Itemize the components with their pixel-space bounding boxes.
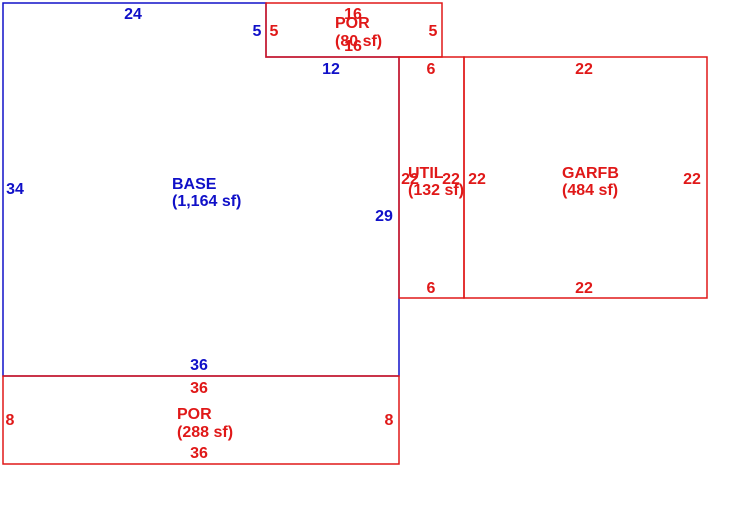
por-bottom-right-dimension: 8 [385, 412, 394, 429]
por-top-area-size: (80 sf) [335, 33, 382, 50]
por-top-area-name: POR [335, 15, 370, 32]
por-top-right-dimension: 5 [429, 23, 438, 40]
por-bottom-area-size: (288 sf) [177, 424, 233, 441]
garfb-bottom-dimension: 22 [575, 280, 593, 297]
base-bottom-dimension: 36 [190, 357, 208, 374]
util-bottom-dimension: 6 [427, 280, 436, 297]
garfb-area-size: (484 sf) [562, 182, 618, 199]
garfb-left-dimension: 22 [468, 171, 486, 188]
base-area-size: (1,164 sf) [172, 193, 241, 210]
garfb-area-name: GARFB [562, 165, 619, 182]
util-left-dimension: 22 [401, 171, 419, 188]
base-notch-top-dimension: 12 [322, 61, 340, 78]
garfb-outline [463, 56, 708, 299]
util-top-dimension: 6 [427, 61, 436, 78]
por-top-outline [265, 2, 443, 58]
por-bottom-top-dimension: 36 [190, 380, 208, 397]
base-area-name: BASE [172, 176, 217, 193]
base-notch-side-dimension: 5 [253, 23, 262, 40]
util-right-dimension: 22 [442, 171, 460, 188]
por-bottom-outline [2, 375, 400, 465]
garfb-right-dimension: 22 [683, 171, 701, 188]
util-area-size: (132 sf) [408, 182, 464, 199]
base-left-dimension: 34 [6, 181, 24, 198]
por-bottom-left-dimension: 8 [6, 412, 15, 429]
por-top-left-dimension: 5 [270, 23, 279, 40]
garfb-top-dimension: 22 [575, 61, 593, 78]
por-top-bottom-dimension: 16 [344, 38, 362, 55]
util-area-name: UTIL [408, 165, 444, 182]
base-top-dimension: 24 [124, 6, 142, 23]
por-bottom-area-name: POR [177, 406, 212, 423]
por-bottom-bottom-dimension: 36 [190, 445, 208, 462]
por-top-top-dimension: 16 [344, 6, 362, 23]
base-right-dimension: 29 [375, 208, 393, 225]
